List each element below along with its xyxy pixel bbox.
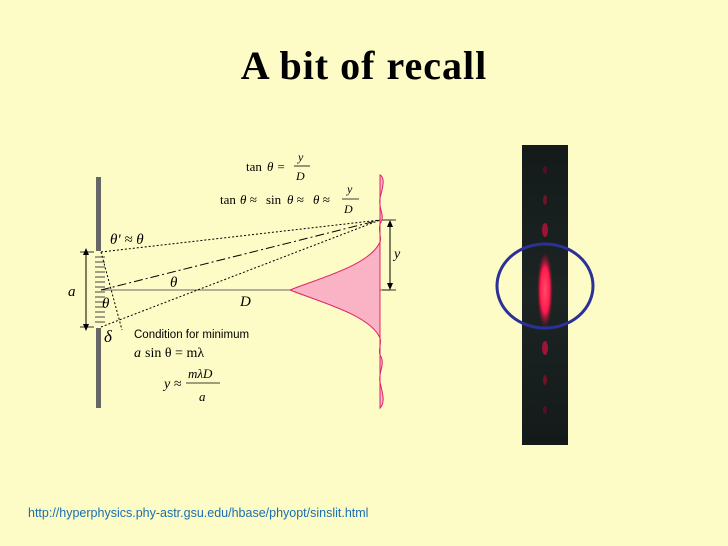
condition-eq-a: a [134,346,141,361]
eq-tan-tan: tan [246,159,262,174]
eq-tan-frac-y: y [297,150,304,164]
eq-approx-theta2: θ ≈ [287,192,304,207]
slit-barrier-lower [96,328,101,408]
condition-eq: sin θ = mλ [145,346,204,361]
eq-tan-frac-D: D [295,169,305,183]
label-theta-center: θ [170,275,178,291]
fringe-upper-1 [542,223,548,237]
label-theta-prime: θ' ≈ θ [110,232,144,248]
ray-top [100,219,381,253]
fringe-lower-3 [543,406,547,414]
result-lhs: y ≈ [162,377,182,392]
condition-label: Condition for minimum [134,329,249,341]
slide-title: A bit of recall [240,43,488,88]
eq-approx-frac-D: D [343,202,353,216]
label-a: a [68,284,76,300]
label-theta-slit: θ [102,296,110,312]
path-difference-line [100,251,123,331]
eq-approx-theta3: θ ≈ [313,192,330,207]
result-denominator: a [199,389,206,404]
fringe-upper-3 [543,166,547,174]
fringe-lower-2 [543,375,547,385]
eq-approx-tan: tan [220,192,236,207]
diffraction-photo [495,145,595,445]
fringe-lower-1 [542,341,548,355]
source-link[interactable]: http://hyperphysics.phy-astr.gsu.edu/hba… [28,506,369,520]
result-numerator: mλD [188,366,213,381]
label-y: y [392,247,401,262]
eq-approx-theta1: θ ≈ [240,192,257,207]
slit-barrier-upper [96,177,101,251]
eq-tan-theta: θ = [267,159,285,174]
intensity-pattern [288,174,384,410]
slit-wavelets [95,256,105,323]
single-slit-diagram: a y θ' ≈ θ θ θ D δ tan θ = y D tan θ ≈ s… [68,150,401,410]
label-delta: δ [104,327,113,346]
eq-approx-sin: sin [266,192,282,207]
highlight-circle [495,242,595,330]
label-D: D [239,294,251,310]
ray-bottom [100,219,381,328]
eq-approx-frac-y: y [346,182,353,196]
ray-center [100,219,381,291]
central-fringe [537,252,553,328]
fringe-upper-2 [543,195,547,205]
